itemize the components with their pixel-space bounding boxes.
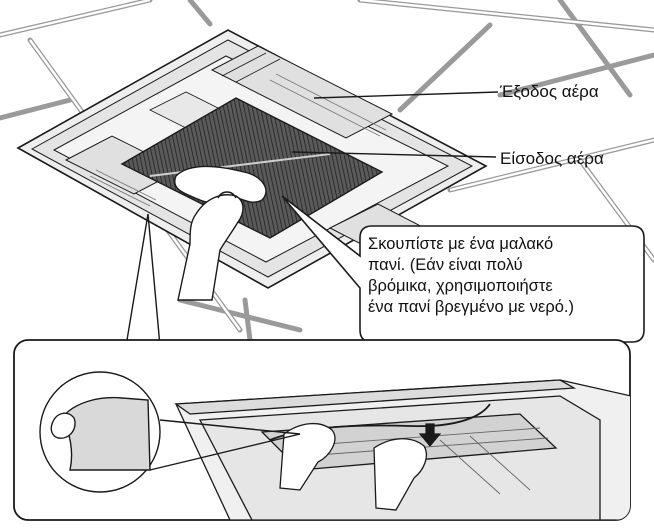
callout-line: ένα πανί βρεγμένο με νερό.): [368, 298, 574, 316]
hands-removing-panel: [174, 379, 630, 520]
callout-bubble: [281, 195, 645, 343]
air-inlet-label: Είσοδος αέρα: [500, 149, 604, 168]
down-arrow-icon: [418, 423, 442, 447]
hinge-clip-detail: [39, 371, 301, 493]
hand-with-cloth: [174, 165, 267, 301]
callout-line: πανί. (Εάν είναι πολύ: [368, 256, 523, 274]
callout-line: Σκουπίστε με ένα μαλακό: [368, 235, 554, 253]
callout-line: βρόμικα, χρησιμοποιήστε: [368, 277, 553, 295]
air-outlet-label: Έξοδος αέρα: [500, 82, 599, 101]
callout-text: Σκουπίστε με ένα μαλακό πανί. (Εάν είναι…: [368, 234, 638, 318]
